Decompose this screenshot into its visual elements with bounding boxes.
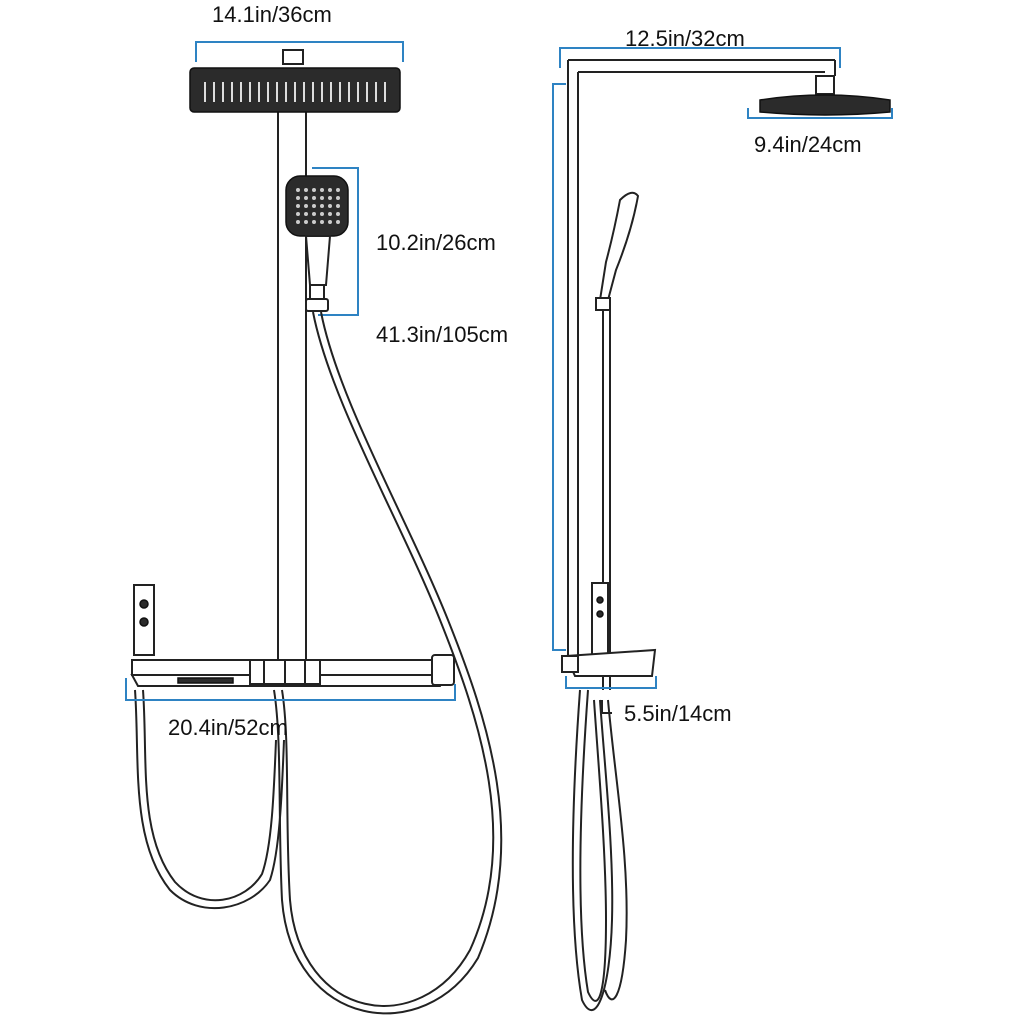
side-valve-body: [561, 582, 657, 677]
head-diameter-dimension: 9.4in/24cm: [747, 108, 893, 157]
side-top-arm: [568, 59, 836, 76]
front-view: 14.1in/36cm 10.2in/26cm: [125, 2, 503, 1015]
handheld-height-label: 10.2in/26cm: [376, 230, 496, 255]
side-riser-pipe: [567, 60, 579, 655]
shelf-width-dimension: 20.4in/52cm: [125, 678, 456, 740]
head-width-dimension: 14.1in/36cm: [195, 2, 404, 62]
head-width-label: 14.1in/36cm: [212, 2, 332, 27]
side-view: 12.5in/32cm 9.4in/24cm 41.3in/105cm: [376, 26, 893, 1012]
rain-shower-head: [189, 49, 401, 113]
handheld-shower: [285, 175, 349, 312]
arm-length-dimension: 12.5in/32cm: [559, 26, 841, 68]
shelf-width-label: 20.4in/52cm: [168, 715, 288, 740]
pipe-height-label: 41.3in/105cm: [376, 322, 508, 347]
handheld-height-dimension: 10.2in/26cm: [312, 167, 496, 316]
head-diameter-label: 9.4in/24cm: [754, 132, 862, 157]
pipe-height-dimension: 41.3in/105cm: [376, 83, 566, 651]
side-handheld: [595, 191, 640, 311]
depth-dimension: 5.5in/14cm: [565, 676, 732, 726]
depth-label: 5.5in/14cm: [624, 701, 732, 726]
shelf-valve-bar: [130, 584, 455, 687]
hose: [134, 311, 503, 1015]
arm-length-label: 12.5in/32cm: [625, 26, 745, 51]
side-shower-head: [759, 75, 891, 116]
